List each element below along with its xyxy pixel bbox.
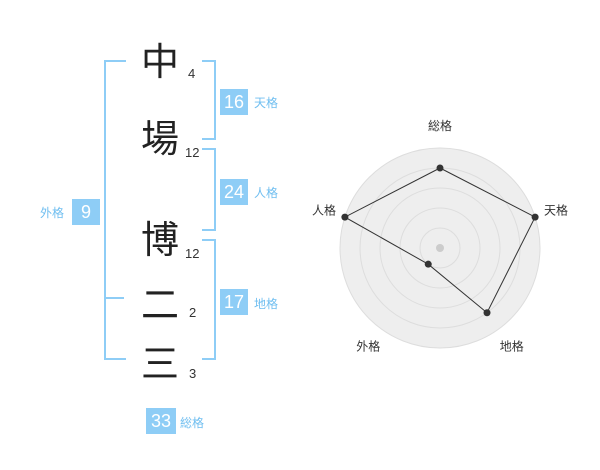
soukaku-value: 33 (146, 408, 176, 434)
stroke-count-2: 12 (185, 145, 200, 160)
name-char-5: 三 (140, 342, 179, 386)
stroke-count-5: 3 (189, 366, 197, 381)
gaikaku-label: 外格 (40, 206, 65, 220)
tenkaku-value: 16 (220, 89, 248, 115)
radar-point-2 (531, 213, 539, 221)
jinkaku-value: 24 (220, 179, 248, 205)
stroke-count-3: 12 (185, 246, 200, 261)
radar-axis-label-1: 総格 (428, 118, 452, 133)
radar-axis-label-4: 外格 (356, 339, 380, 354)
gaikaku-value: 9 (72, 199, 100, 225)
radar-axis-label-5: 人格 (312, 202, 336, 217)
radar-axis-label-3: 地格 (500, 339, 524, 354)
chikaku-label: 地格 (254, 297, 279, 311)
radar-point-4 (424, 260, 432, 268)
name-char-2: 場 (140, 117, 179, 161)
name-char-4: 二 (140, 283, 179, 327)
radar-point-3 (483, 309, 491, 317)
soukaku-label: 総格 (180, 416, 205, 430)
stroke-count-1: 4 (188, 66, 196, 81)
radar-point-5 (341, 213, 349, 221)
name-char-1: 中 (140, 40, 179, 84)
radar-grid-ring (419, 227, 461, 269)
chikaku-value: 17 (220, 289, 248, 315)
radar-grid-ring (339, 147, 541, 349)
radar-grid-ring (379, 187, 501, 309)
gaikaku-divider (104, 297, 124, 299)
stroke-count-4: 2 (189, 305, 197, 320)
radar-point-1 (436, 164, 444, 172)
tenkaku-bracket (202, 60, 216, 140)
radar-series-line (343, 167, 536, 314)
jinkaku-label: 人格 (254, 186, 279, 200)
radar-axis-label-2: 天格 (544, 202, 568, 217)
tenkaku-label: 天格 (254, 96, 279, 110)
gaikaku-bracket (104, 60, 126, 360)
jinkaku-bracket (202, 148, 216, 231)
name-char-3: 博 (140, 218, 179, 262)
chikaku-bracket (202, 239, 216, 360)
radar-center-dot (436, 244, 444, 252)
